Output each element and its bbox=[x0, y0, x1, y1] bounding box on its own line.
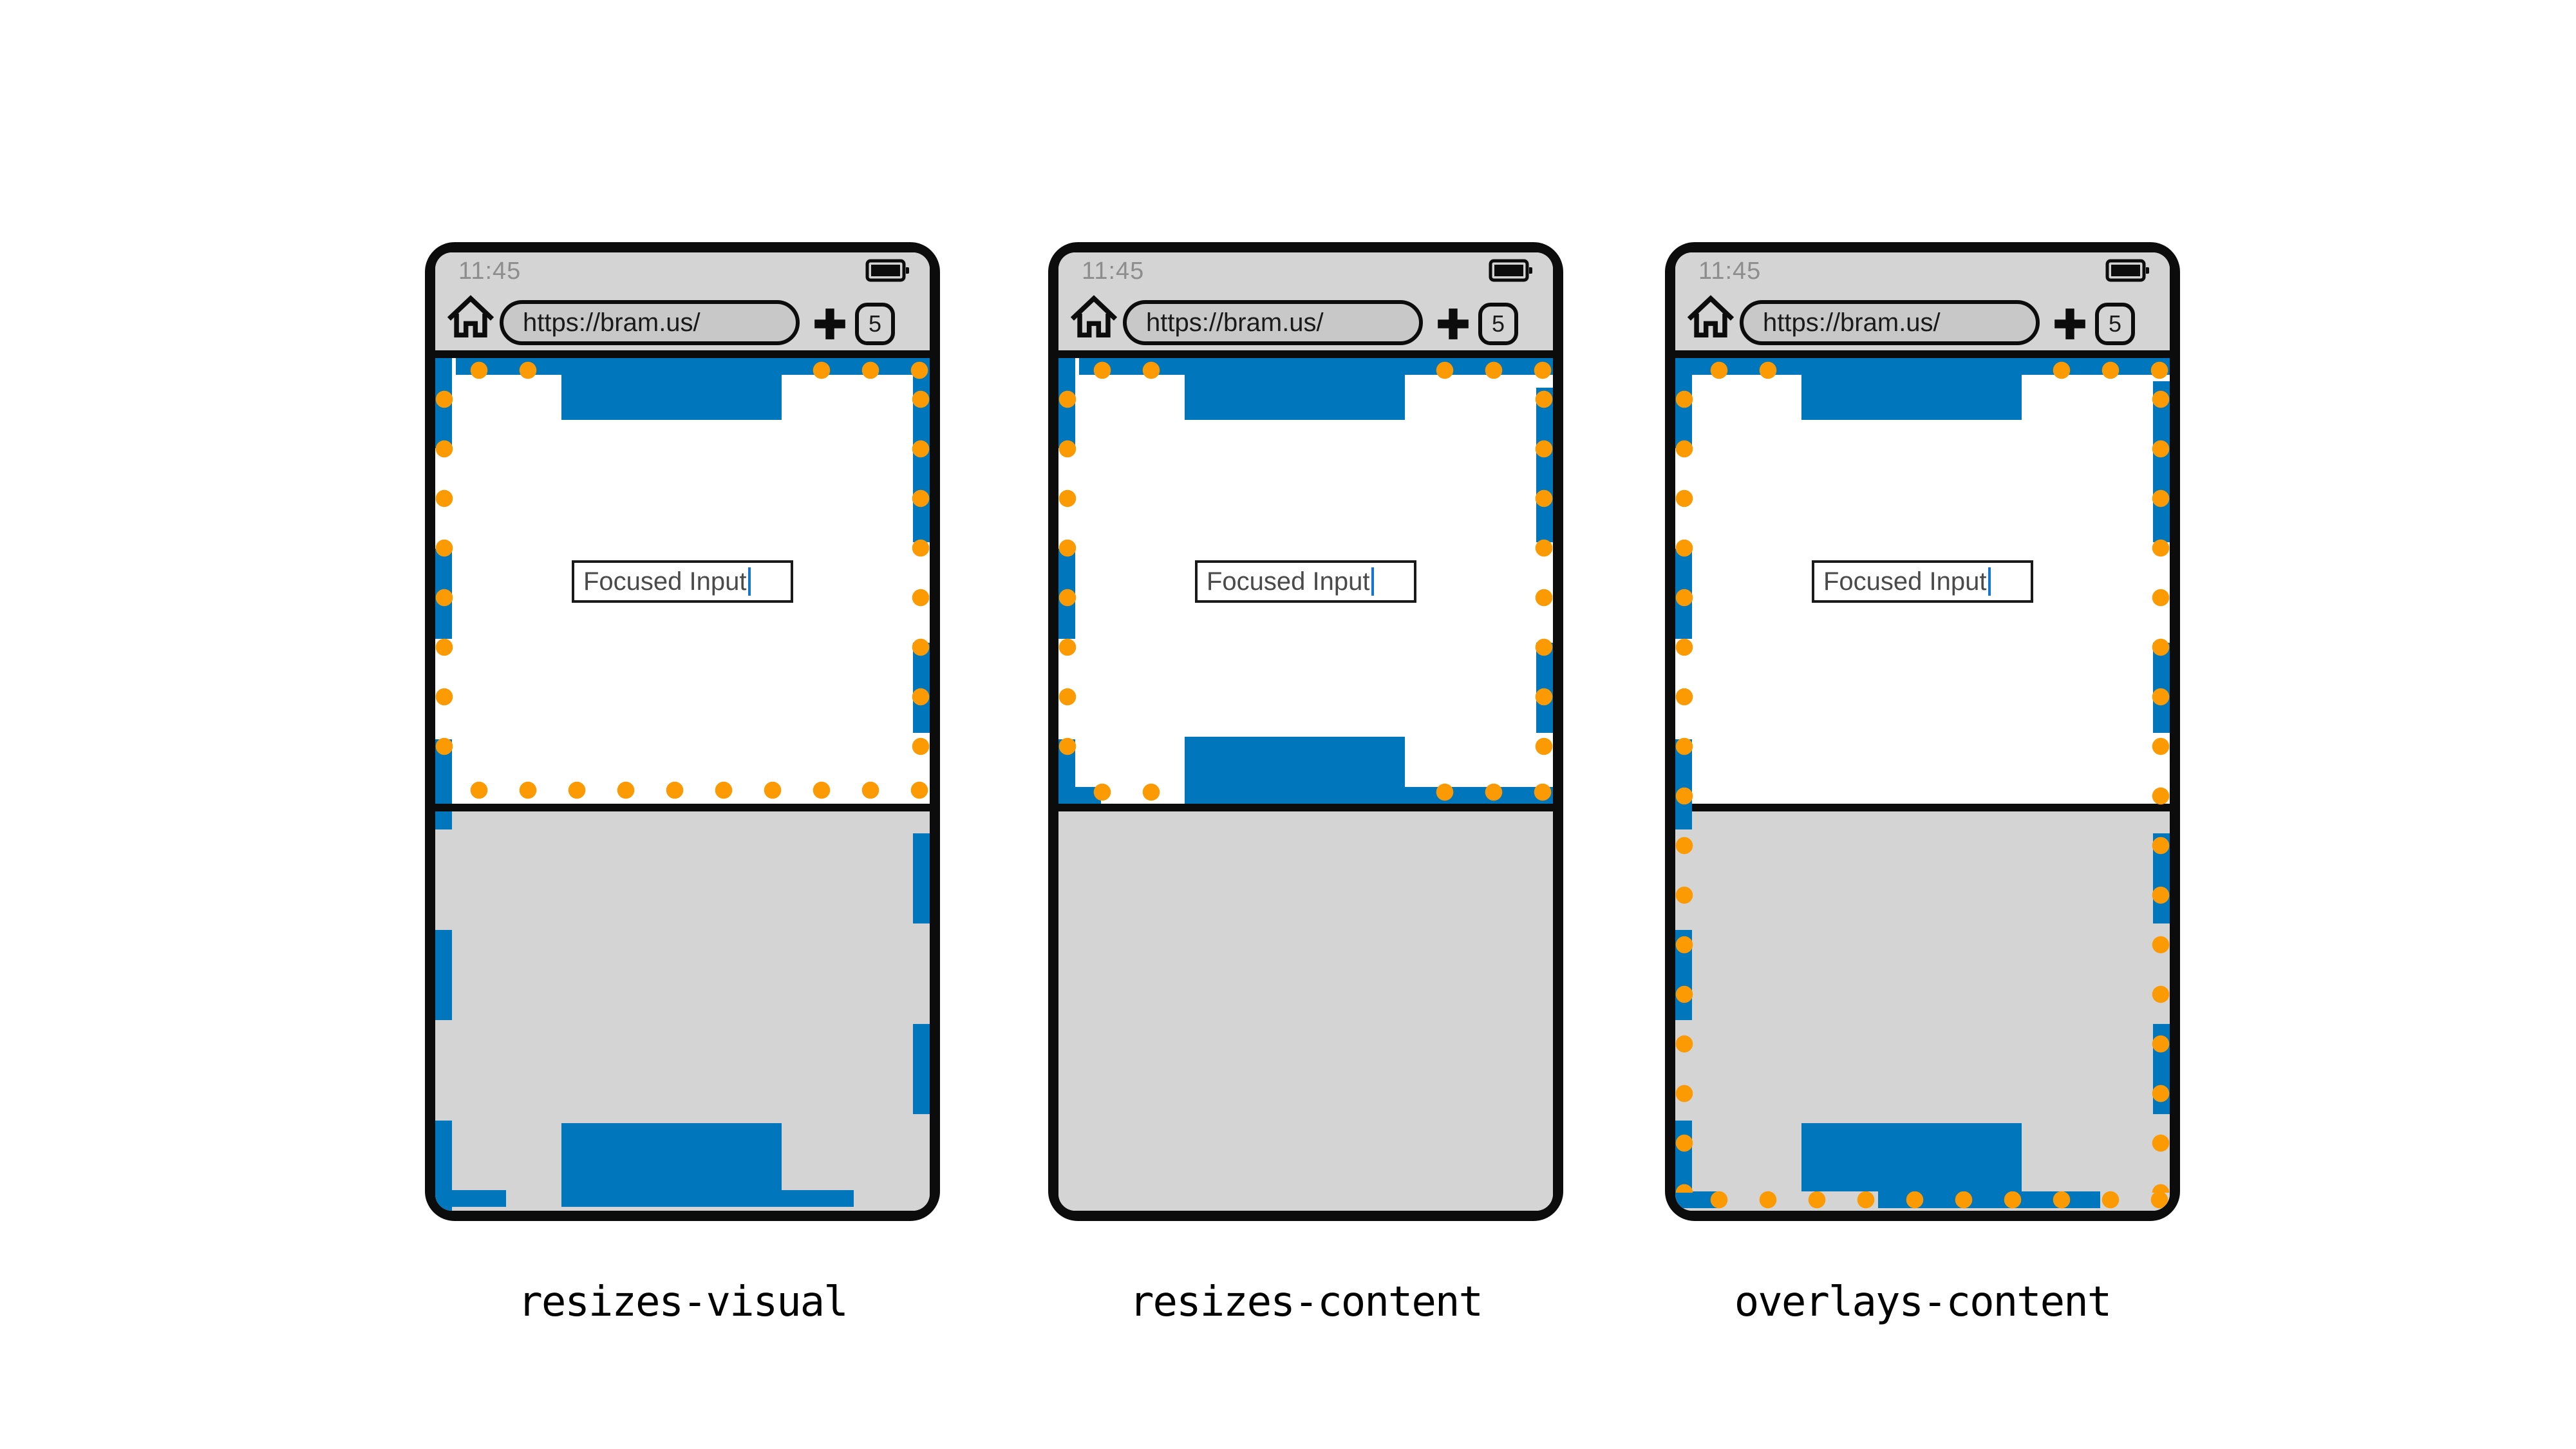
phone-mockup-resizes-content: Focused Input 11:45 https://bram.us/ 5 bbox=[1048, 242, 1563, 1221]
phone-screen: Focused Input 11:45 https://bram.us/ 5 bbox=[435, 252, 930, 1211]
keyboard-top-edge bbox=[435, 804, 930, 811]
url-bar[interactable]: https://bram.us/ bbox=[1123, 300, 1423, 345]
text-caret bbox=[1988, 567, 1991, 596]
visual-viewport-right-dots bbox=[912, 375, 930, 787]
battery-full-icon bbox=[1489, 259, 1534, 285]
visual-viewport-bottom-dots bbox=[1695, 1191, 2170, 1209]
page-header-block bbox=[1801, 358, 2022, 420]
tab-counter[interactable]: 5 bbox=[855, 303, 895, 345]
focused-input[interactable]: Focused Input bbox=[1195, 560, 1416, 603]
focused-input-value: Focused Input bbox=[1823, 567, 1987, 596]
chrome-divider bbox=[1058, 350, 1553, 358]
chrome-divider bbox=[435, 350, 930, 358]
focused-input[interactable]: Focused Input bbox=[572, 560, 793, 603]
layout-viewport-bottom-border bbox=[782, 1190, 854, 1207]
tab-count: 5 bbox=[2108, 310, 2122, 337]
plus-icon[interactable] bbox=[1434, 305, 1472, 346]
tab-count: 5 bbox=[1491, 310, 1505, 337]
visual-viewport-bottom-dots bbox=[455, 781, 930, 799]
page-header-block bbox=[1185, 358, 1405, 420]
visual-viewport-left-dots bbox=[435, 375, 453, 787]
chrome-divider bbox=[1675, 350, 2170, 358]
page-header-block bbox=[561, 358, 782, 420]
page-footer-block bbox=[1801, 1123, 2022, 1191]
status-time: 11:45 bbox=[458, 258, 522, 285]
visual-viewport-right-dots bbox=[1535, 375, 1553, 787]
text-caret bbox=[1371, 567, 1374, 596]
phone-mockup-resizes-visual: Focused Input 11:45 https://bram.us/ 5 bbox=[425, 242, 940, 1221]
visual-viewport-left-dots bbox=[1675, 375, 1693, 1193]
url-text: https://bram.us/ bbox=[1146, 308, 1324, 337]
phone-screen: Focused Input 11:45 https://bram.us/ 5 bbox=[1675, 252, 2170, 1211]
home-icon[interactable] bbox=[1686, 291, 1736, 345]
virtual-keyboard-area bbox=[1058, 811, 1553, 1211]
visual-viewport-left-dots bbox=[1058, 375, 1076, 787]
tab-counter[interactable]: 5 bbox=[2095, 303, 2135, 345]
layout-viewport-bottom-border bbox=[435, 1190, 506, 1207]
page-footer-block bbox=[561, 1123, 782, 1207]
url-bar[interactable]: https://bram.us/ bbox=[500, 300, 800, 345]
browser-chrome: 11:45 https://bram.us/ 5 bbox=[435, 252, 930, 350]
battery-full-icon bbox=[865, 259, 910, 285]
browser-chrome: 11:45 https://bram.us/ 5 bbox=[1675, 252, 2170, 350]
url-bar[interactable]: https://bram.us/ bbox=[1740, 300, 2040, 345]
phone-caption: resizes-content bbox=[1129, 1278, 1483, 1326]
page-footer-block bbox=[1185, 737, 1405, 804]
phone-mockup-overlays-content: Focused Input 11:45 https://bram.us/ 5 bbox=[1665, 242, 2180, 1221]
home-icon[interactable] bbox=[1069, 291, 1119, 345]
status-time: 11:45 bbox=[1698, 258, 1762, 285]
focused-input[interactable]: Focused Input bbox=[1812, 560, 2033, 603]
plus-icon[interactable] bbox=[811, 305, 849, 346]
phone-caption: resizes-visual bbox=[518, 1278, 848, 1326]
status-time: 11:45 bbox=[1082, 258, 1145, 285]
tab-counter[interactable]: 5 bbox=[1478, 303, 1518, 345]
home-icon[interactable] bbox=[446, 291, 496, 345]
phone-caption: overlays-content bbox=[1734, 1278, 2112, 1326]
browser-chrome: 11:45 https://bram.us/ 5 bbox=[1058, 252, 1553, 350]
url-text: https://bram.us/ bbox=[1763, 308, 1941, 337]
focused-input-value: Focused Input bbox=[583, 567, 747, 596]
visual-viewport-right-dots bbox=[2152, 375, 2170, 1193]
keyboard-top-edge bbox=[1058, 804, 1553, 811]
focused-input-value: Focused Input bbox=[1207, 567, 1370, 596]
text-caret bbox=[747, 567, 751, 596]
url-text: https://bram.us/ bbox=[523, 308, 700, 337]
phone-screen: Focused Input 11:45 https://bram.us/ 5 bbox=[1058, 252, 1553, 1211]
plus-icon[interactable] bbox=[2051, 305, 2089, 346]
battery-full-icon bbox=[2105, 259, 2150, 285]
keyboard-top-edge bbox=[1675, 804, 2170, 811]
tab-count: 5 bbox=[868, 310, 882, 337]
